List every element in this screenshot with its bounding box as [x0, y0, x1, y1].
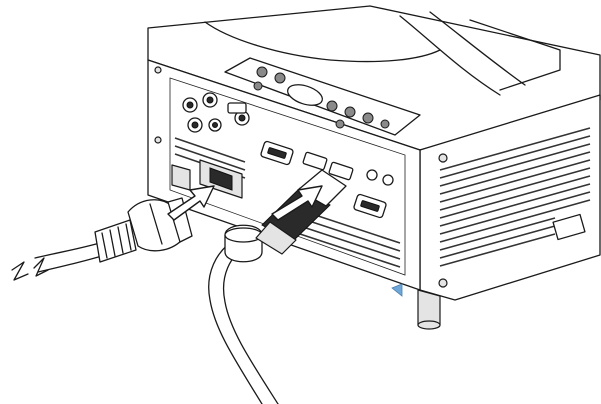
ferrite-core-top [224, 227, 263, 243]
power-plug-seam [149, 203, 163, 245]
foot-left [171, 164, 191, 191]
signal-cable-line-b [222, 241, 279, 404]
signal-cable-line-a [208, 237, 263, 404]
side-grill [439, 127, 591, 267]
ac-inlet-socket [209, 167, 233, 191]
top-panel [469, 19, 561, 91]
insert-arrow-icon [167, 185, 215, 221]
rear-screw-2 [154, 136, 162, 144]
position-marker [391, 283, 403, 297]
rear-panel-frame [169, 77, 406, 276]
projector-icon [147, 5, 601, 330]
power-cord-icon [34, 197, 193, 273]
control-buttons [253, 66, 390, 129]
top-ridge [399, 15, 501, 96]
foot-right-base [417, 320, 441, 330]
side-label-plate [552, 213, 586, 241]
side-screw-top [438, 153, 448, 163]
power-plug-face [167, 197, 193, 243]
cable-break-icon [11, 257, 49, 281]
rear-screw-1 [154, 66, 162, 74]
signal-connector-shell [297, 169, 347, 207]
top-ridge-2 [429, 11, 526, 86]
signal-connector-boot [255, 221, 297, 255]
side-screw-bottom [438, 278, 448, 288]
signal-insert-arrow [271, 185, 323, 221]
rear-ports [182, 92, 394, 219]
top-housing-curve [204, 21, 441, 63]
